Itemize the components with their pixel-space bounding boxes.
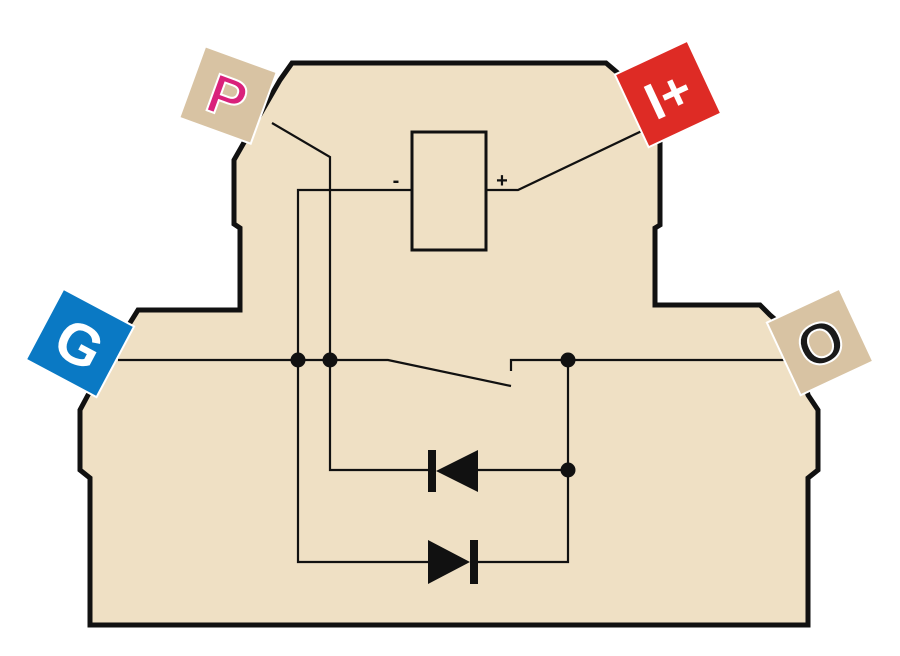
diode-lower-triangle bbox=[428, 540, 470, 584]
terminal-g-tag bbox=[24, 287, 136, 399]
terminal-o: O bbox=[765, 287, 875, 397]
terminal-o-tag bbox=[765, 287, 875, 397]
terminal-p: P bbox=[178, 45, 278, 145]
wire-coil-minus bbox=[296, 188, 430, 564]
junction-dot bbox=[560, 462, 576, 478]
coil-plus-label: + bbox=[496, 170, 508, 192]
wire-p-terminal bbox=[271, 122, 430, 472]
module-housing bbox=[77, 60, 821, 628]
junction-dot bbox=[322, 352, 338, 368]
diode-upper-bar bbox=[428, 450, 436, 492]
wire-switch-contact bbox=[509, 358, 568, 371]
wiring bbox=[118, 122, 784, 564]
junction-dot bbox=[560, 352, 576, 368]
diode-upper bbox=[428, 450, 478, 492]
terminal-p-tag bbox=[178, 45, 278, 145]
junction-dot bbox=[290, 352, 306, 368]
coil-minus-label: - bbox=[393, 170, 400, 192]
diode-upper-triangle bbox=[436, 450, 478, 492]
wire-switch-lead bbox=[330, 358, 512, 388]
terminal-i-plus: I+ bbox=[613, 39, 723, 149]
terminal-i-plus-tag bbox=[613, 39, 723, 149]
diode-lower bbox=[428, 540, 478, 584]
relay-coil bbox=[410, 130, 488, 252]
wire-coil-plus bbox=[486, 128, 647, 192]
wire-right-vertical bbox=[478, 360, 570, 564]
terminal-g: G bbox=[24, 287, 136, 399]
diode-lower-bar bbox=[470, 540, 478, 584]
